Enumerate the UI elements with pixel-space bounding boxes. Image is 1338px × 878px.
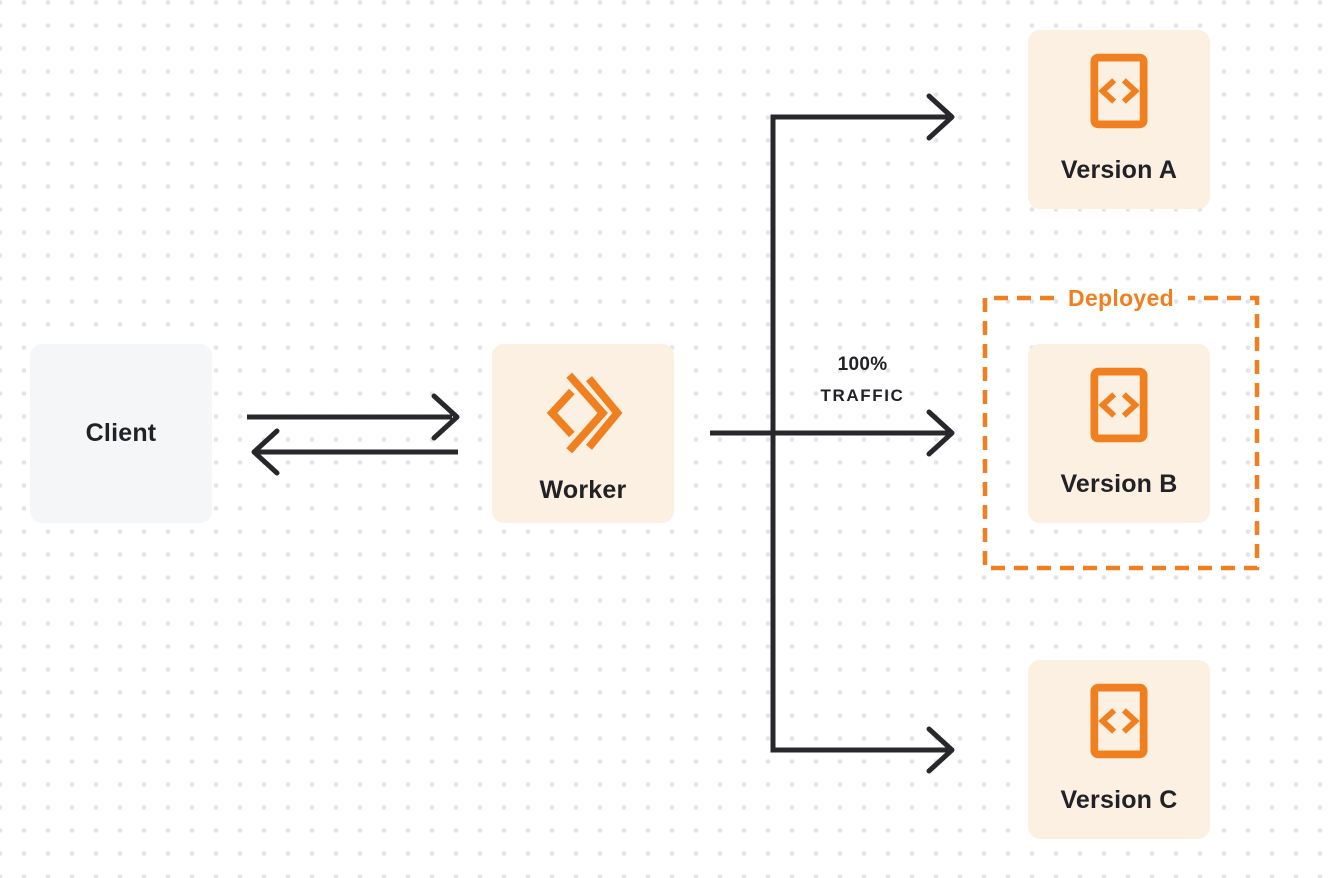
node-client: Client	[30, 344, 212, 523]
node-version-a: Version A	[1028, 30, 1210, 209]
code-file-icon	[1090, 683, 1148, 759]
arrowhead-right-request	[431, 393, 460, 441]
code-file-icon	[1090, 53, 1148, 129]
version-a-label: Version A	[1060, 156, 1178, 184]
arrowhead-left-response	[251, 428, 280, 476]
node-version-c: Version C	[1028, 660, 1210, 839]
workers-logo-icon	[546, 372, 623, 454]
client-label: Client	[85, 419, 157, 447]
branch-trunk-line	[770, 114, 948, 753]
node-version-b: Version B	[1028, 344, 1210, 523]
worker-label: Worker	[539, 476, 627, 504]
arrowhead-version-b	[926, 409, 955, 457]
traffic-annotation: 100% TRAFFIC	[790, 350, 935, 412]
code-file-icon	[1090, 367, 1148, 443]
traffic-word-text: TRAFFIC	[820, 386, 905, 405]
node-worker: Worker	[492, 344, 674, 523]
arrowhead-version-a	[926, 93, 955, 141]
version-c-label: Version C	[1060, 786, 1178, 814]
version-b-label: Version B	[1060, 470, 1178, 498]
deployed-dashed-border	[982, 295, 1260, 571]
traffic-percent-text: 100%	[837, 354, 888, 375]
arrowhead-version-c	[926, 726, 955, 774]
deployed-badge: Deployed	[1068, 285, 1174, 311]
